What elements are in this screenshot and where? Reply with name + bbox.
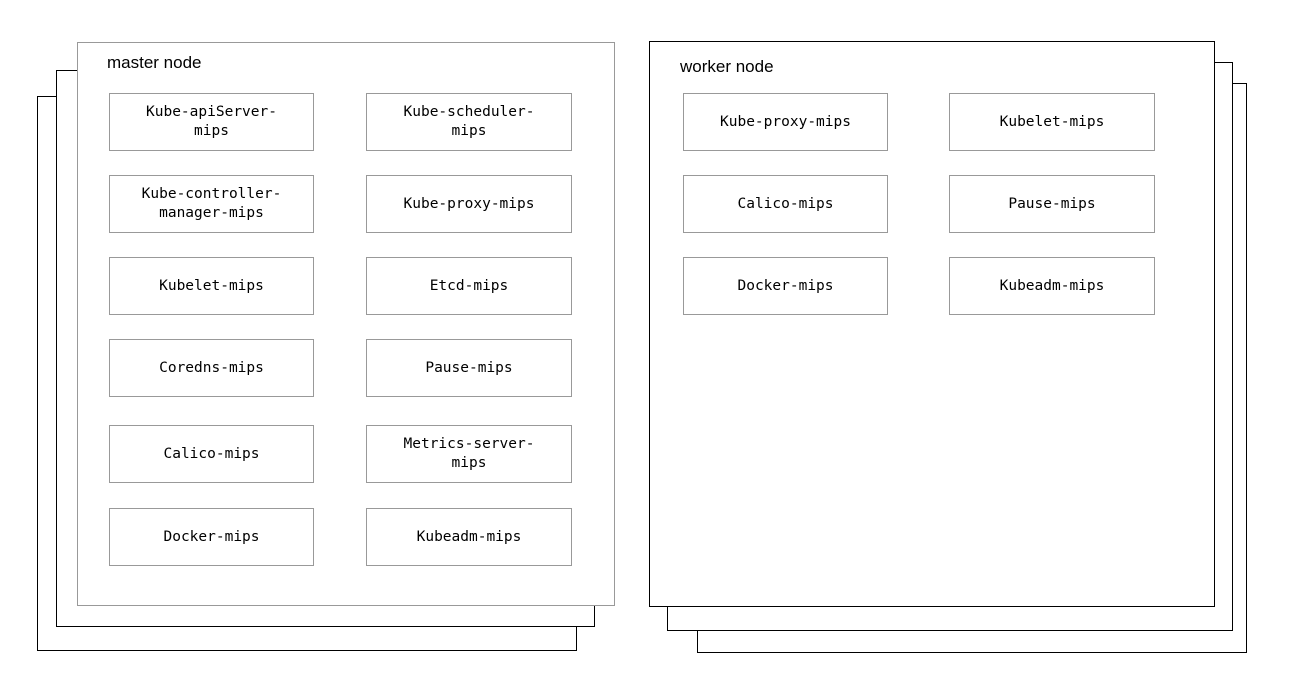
component-label: Kubeadm-mips bbox=[999, 277, 1105, 294]
component-box-kube-scheduler-mips[interactable]: Kube-scheduler- mips bbox=[366, 93, 572, 151]
component-box-docker-mips[interactable]: Docker-mips bbox=[683, 257, 888, 315]
component-label: Etcd-mips bbox=[429, 277, 509, 294]
component-box-kubeadm-mips[interactable]: Kubeadm-mips bbox=[949, 257, 1155, 315]
component-label: Kube-scheduler- mips bbox=[403, 104, 535, 139]
component-label: Metrics-server- mips bbox=[403, 436, 535, 471]
component-box-kube-proxy-mips[interactable]: Kube-proxy-mips bbox=[683, 93, 888, 151]
component-box-kube-proxy-mips[interactable]: Kube-proxy-mips bbox=[366, 175, 572, 233]
component-label: Calico-mips bbox=[737, 195, 834, 212]
component-box-docker-mips[interactable]: Docker-mips bbox=[109, 508, 314, 566]
component-box-kubelet-mips[interactable]: Kubelet-mips bbox=[109, 257, 314, 315]
component-box-kubelet-mips[interactable]: Kubelet-mips bbox=[949, 93, 1155, 151]
component-label: Coredns-mips bbox=[159, 359, 264, 376]
component-label: Docker-mips bbox=[737, 277, 834, 294]
component-label: Docker-mips bbox=[163, 528, 260, 545]
component-label: Pause-mips bbox=[425, 359, 513, 376]
component-box-calico-mips[interactable]: Calico-mips bbox=[683, 175, 888, 233]
component-label: Kubelet-mips bbox=[999, 113, 1105, 130]
node-title-worker: worker node bbox=[680, 57, 774, 76]
component-box-kubeadm-mips[interactable]: Kubeadm-mips bbox=[366, 508, 572, 566]
component-label: Kube-proxy-mips bbox=[720, 113, 851, 130]
component-box-calico-mips[interactable]: Calico-mips bbox=[109, 425, 314, 483]
component-label: Pause-mips bbox=[1008, 195, 1096, 212]
component-box-kube-controller-manager-mips[interactable]: Kube-controller- manager-mips bbox=[109, 175, 314, 233]
component-label: Kube-controller- manager-mips bbox=[141, 186, 282, 221]
component-label: Kubeadm-mips bbox=[416, 528, 522, 545]
component-label: Kube-apiServer- mips bbox=[146, 104, 277, 139]
component-label: Calico-mips bbox=[163, 445, 260, 462]
component-label: Kube-proxy-mips bbox=[403, 195, 535, 212]
node-title-master: master node bbox=[107, 53, 202, 72]
component-box-coredns-mips[interactable]: Coredns-mips bbox=[109, 339, 314, 397]
component-box-metrics-server-mips[interactable]: Metrics-server- mips bbox=[366, 425, 572, 483]
component-box-pause-mips[interactable]: Pause-mips bbox=[366, 339, 572, 397]
component-label: Kubelet-mips bbox=[159, 277, 264, 294]
component-box-etcd-mips[interactable]: Etcd-mips bbox=[366, 257, 572, 315]
component-box-kube-apiserver-mips[interactable]: Kube-apiServer- mips bbox=[109, 93, 314, 151]
component-box-pause-mips[interactable]: Pause-mips bbox=[949, 175, 1155, 233]
